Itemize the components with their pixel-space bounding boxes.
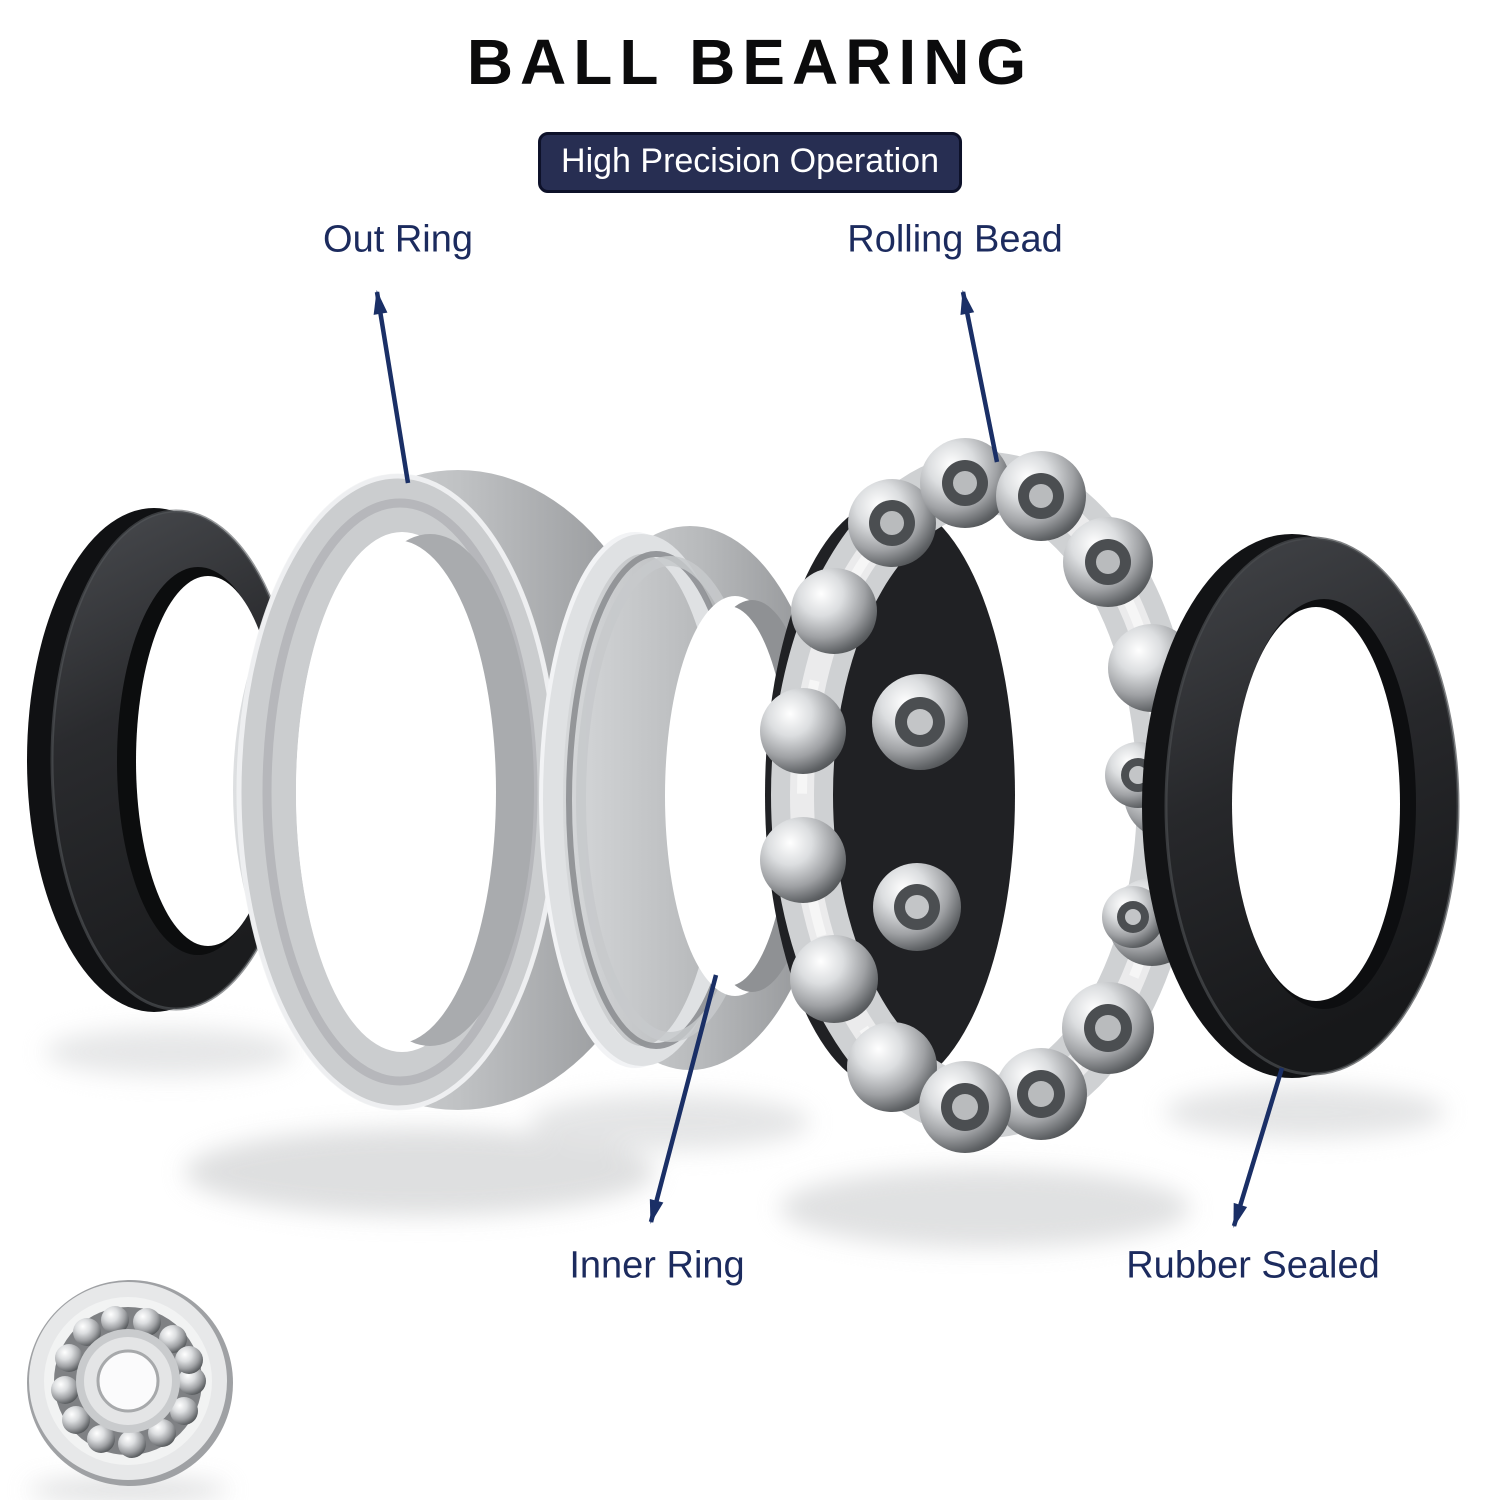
arrow-rolling-bead <box>960 290 1000 463</box>
rubber-seal-left-graphic <box>27 508 302 1012</box>
arrow-rubber-sealed <box>1231 1067 1285 1228</box>
subtitle-badge: High Precision Operation <box>538 132 962 193</box>
label-inner-ring: Inner Ring <box>569 1244 745 1287</box>
label-rolling-bead: Rolling Bead <box>847 218 1063 261</box>
rubber-seal-right-graphic <box>1142 534 1460 1078</box>
floor-shadows <box>28 1028 1445 1500</box>
callout-arrows <box>373 290 1285 1228</box>
assembled-bearing-thumbnail <box>27 1280 233 1486</box>
page-title: BALL BEARING <box>466 26 1034 98</box>
thumbnail-balls <box>51 1306 206 1458</box>
arrow-out-ring <box>373 290 411 484</box>
arrow-inner-ring <box>648 974 719 1224</box>
outer-ring-graphic <box>233 470 683 1111</box>
label-out-ring: Out Ring <box>323 218 473 261</box>
label-rubber-sealed: Rubber Sealed <box>1126 1244 1380 1287</box>
